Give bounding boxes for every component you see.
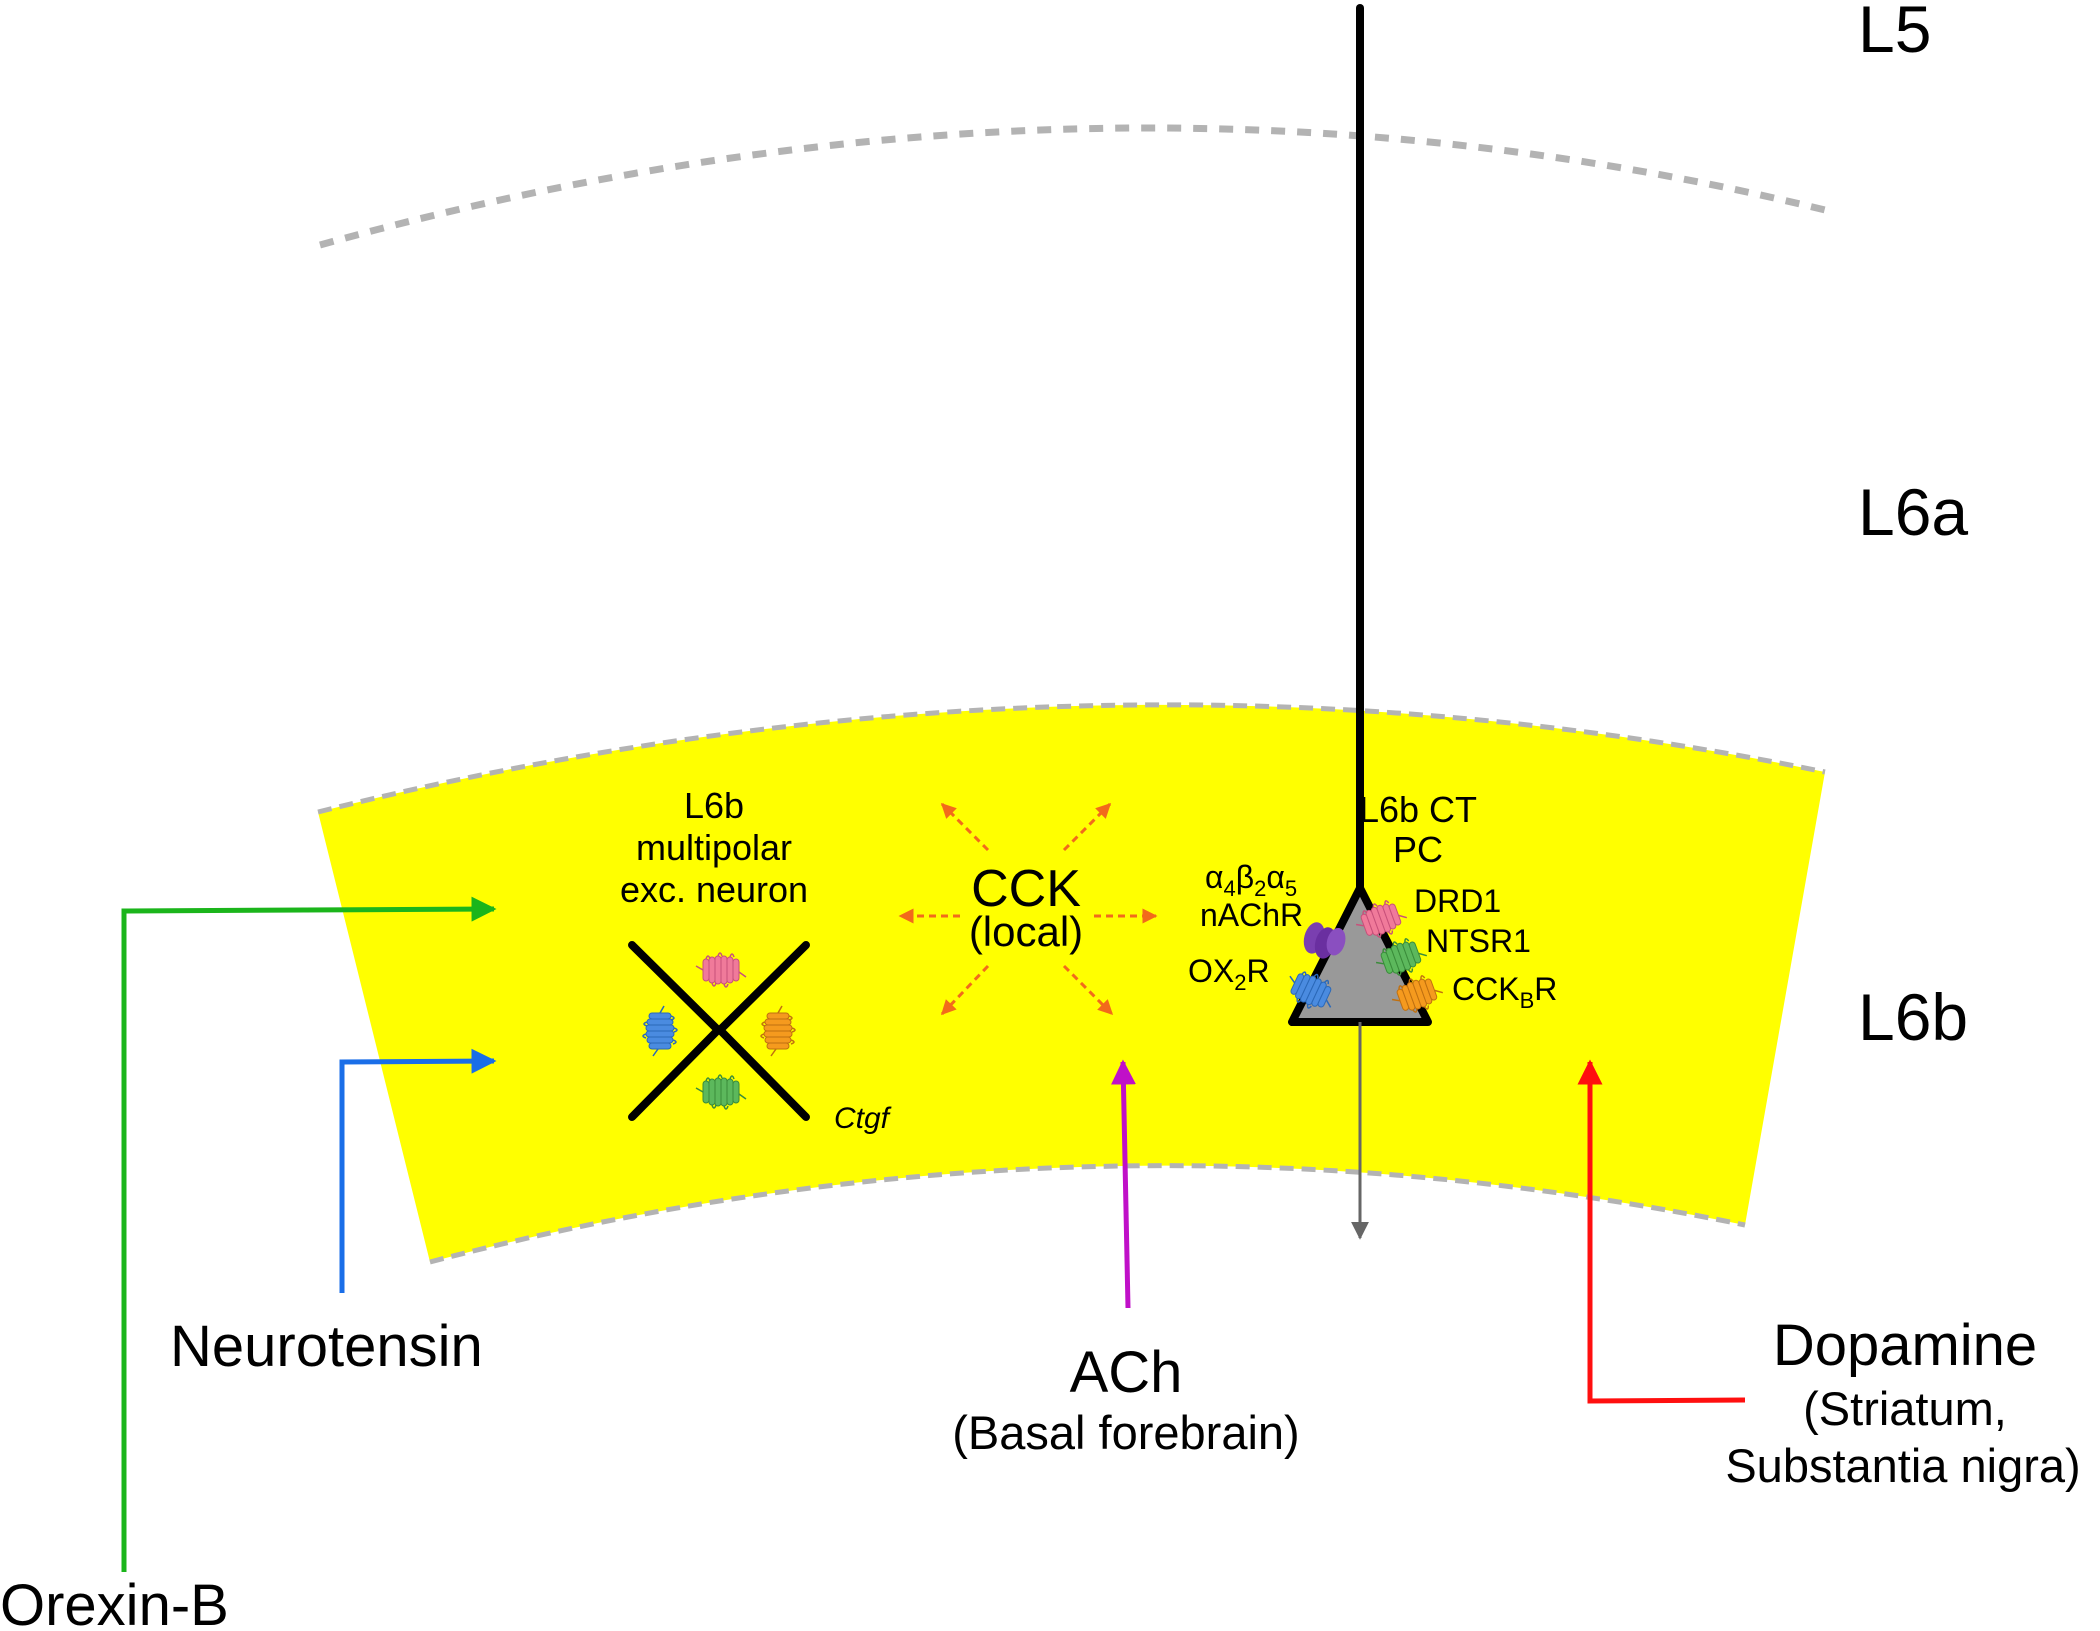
layer-label-l6b: L6b <box>1858 980 1968 1054</box>
ntsr1-label: NTSR1 <box>1426 923 1531 959</box>
ox2r-label: OX2R <box>1188 953 1270 995</box>
dopamine-origin-label-1: (Striatum, <box>1803 1382 2007 1435</box>
ach-arrow <box>1110 1059 1136 1309</box>
cck-diffusion-arrows <box>898 802 1158 1016</box>
dopamine-arrow <box>1577 1059 1746 1404</box>
multipolar-label-line1: L6b <box>684 785 744 826</box>
multipolar-neuron <box>628 941 810 1121</box>
ct-neuron-label-line2: PC <box>1393 829 1443 870</box>
nachr-receptor-icon <box>1303 922 1346 959</box>
nachr-label-line2: nAChR <box>1200 897 1303 933</box>
l6b-layer-band <box>318 704 1825 1262</box>
dopamine-origin-label-2: Substantia nigra) <box>1725 1439 2080 1492</box>
ach-label: ACh <box>1070 1340 1183 1405</box>
cckbr-label: CCKBR <box>1452 971 1557 1013</box>
orexin-arrow <box>121 896 497 1572</box>
orexin-label: Orexin-B <box>0 1573 229 1631</box>
ct-neuron-label-line1: L6b CT <box>1359 789 1477 830</box>
ctgf-gene-label: Ctgf <box>834 1102 892 1135</box>
cck-local-label: (local) <box>969 908 1083 955</box>
nachr-label-line1: α4β2α5 <box>1205 859 1297 901</box>
multipolar-label-line3: exc. neuron <box>620 869 808 910</box>
ach-origin-label: (Basal forebrain) <box>952 1406 1299 1459</box>
dopamine-label: Dopamine <box>1773 1313 2037 1378</box>
multipolar-label-line2: multipolar <box>636 827 792 868</box>
l6b-lower-boundary <box>429 1163 1746 1265</box>
drd1-label: DRD1 <box>1414 883 1501 919</box>
neurotensin-label: Neurotensin <box>170 1314 483 1379</box>
layer-label-l6a: L6a <box>1858 475 1968 549</box>
l5-l6a-boundary <box>319 124 1826 249</box>
neurotensin-arrow <box>339 1048 497 1293</box>
layer-label-l5: L5 <box>1858 0 1931 66</box>
cck-label: CCK <box>971 860 1081 918</box>
